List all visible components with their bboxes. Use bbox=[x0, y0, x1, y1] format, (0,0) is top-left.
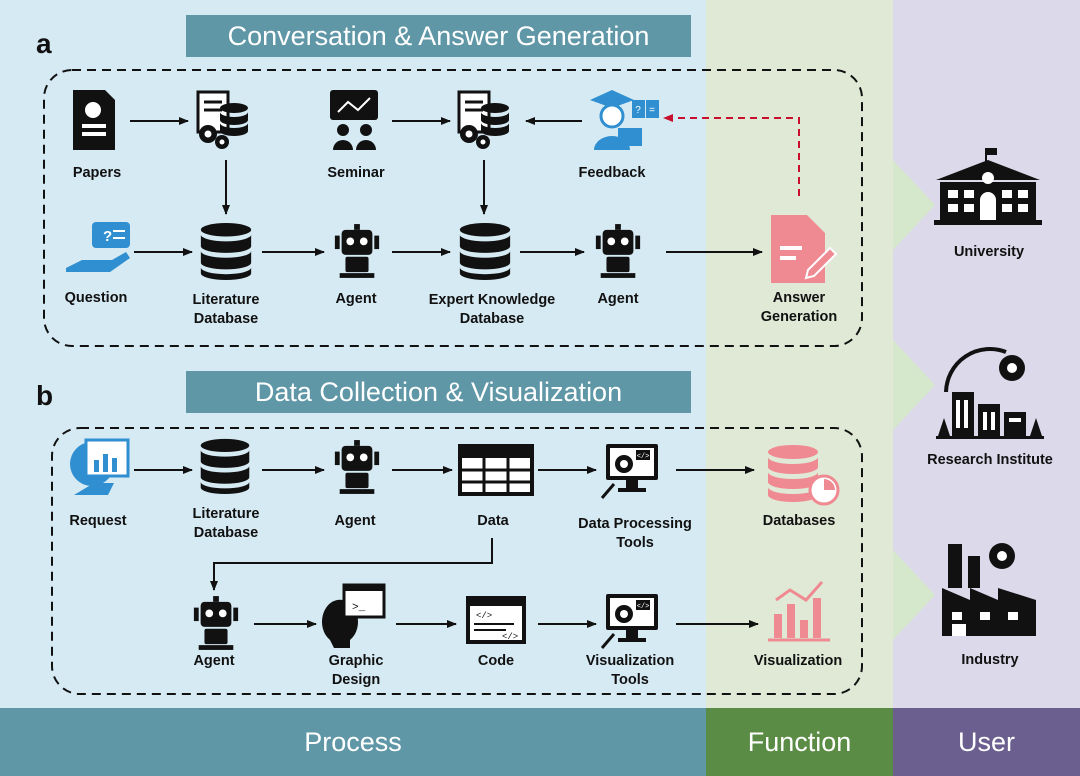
expert-knowledge-label-line1: Expert Knowledge bbox=[428, 292, 556, 308]
agent-label-2: Agent bbox=[597, 291, 639, 307]
literature-database-label-line2: Database bbox=[193, 311, 259, 327]
data-label: Data bbox=[477, 513, 509, 529]
expert-knowledge-label-line2: Database bbox=[459, 311, 525, 327]
industry-label: Industry bbox=[961, 652, 1019, 668]
papers-label: Papers bbox=[72, 165, 122, 181]
papers-icon bbox=[73, 90, 115, 150]
panel-a-title: Conversation & Answer Generation bbox=[186, 15, 691, 57]
code-icon: </> </> bbox=[466, 596, 526, 644]
svg-text:=: = bbox=[649, 105, 655, 116]
panel-b-title: Data Collection & Visualization bbox=[186, 371, 691, 413]
visualization-label: Visualization bbox=[753, 653, 843, 669]
graphic-design-icon: >_ bbox=[321, 583, 386, 648]
research-institute-label: Research Institute bbox=[927, 452, 1053, 468]
literature-database-b-label-line2: Database bbox=[193, 525, 259, 541]
answer-generation-label-line2: Generation bbox=[760, 309, 838, 325]
databases-label: Databases bbox=[762, 513, 836, 529]
svg-text:>_: >_ bbox=[352, 602, 366, 614]
agent-robot-icon-b2 bbox=[193, 596, 239, 650]
request-icon bbox=[70, 438, 130, 495]
data-processing-label-line2: Tools bbox=[616, 535, 654, 551]
data-table-icon bbox=[458, 444, 534, 496]
feedback-icon: ? = bbox=[590, 90, 659, 150]
answer-generation-icon bbox=[771, 215, 838, 283]
literature-database-b-label-line1: Literature bbox=[192, 506, 260, 522]
feedback-label: Feedback bbox=[578, 165, 646, 181]
university-icon bbox=[934, 148, 1042, 225]
graphic-design-label-line2: Design bbox=[331, 672, 381, 688]
literature-database-label-line1: Literature bbox=[192, 292, 260, 308]
question-icon: ? bbox=[66, 222, 130, 272]
question-label: Question bbox=[64, 290, 128, 306]
visualization-tools-label-line1: Visualization bbox=[585, 653, 675, 669]
svg-text:</>: </> bbox=[476, 611, 492, 621]
code-label: Code bbox=[477, 653, 515, 669]
agent-label: Agent bbox=[335, 291, 377, 307]
data-processing-tools-icon bbox=[600, 442, 660, 500]
agent-robot-icon bbox=[334, 224, 380, 278]
literature-database-icon bbox=[200, 222, 252, 280]
research-institute-icon bbox=[936, 346, 1044, 439]
industry-icon bbox=[942, 543, 1036, 636]
graphic-design-label-line1: Graphic bbox=[328, 653, 384, 669]
user-footer: User bbox=[893, 708, 1080, 776]
function-footer: Function bbox=[706, 708, 893, 776]
literature-database-icon-b bbox=[200, 438, 250, 494]
database-gear-icon bbox=[196, 90, 250, 150]
agent-robot-icon-b1 bbox=[334, 440, 380, 494]
process-footer: Process bbox=[0, 708, 706, 776]
panel-b-letter: b bbox=[36, 380, 54, 411]
visualization-tools-label-line2: Tools bbox=[611, 672, 649, 688]
data-processing-label-line1: Data Processing bbox=[578, 516, 692, 532]
diagram-canvas: </> ? = ? bbox=[43, 69, 1044, 695]
university-label: University bbox=[953, 244, 1025, 260]
request-label: Request bbox=[69, 513, 127, 529]
svg-text:</>: </> bbox=[502, 632, 518, 642]
database-gear-icon-2 bbox=[457, 90, 511, 150]
svg-text:?: ? bbox=[635, 105, 641, 116]
visualization-chart-icon bbox=[768, 581, 830, 642]
seminar-icon bbox=[330, 90, 378, 150]
agent-b-label: Agent bbox=[334, 513, 376, 529]
panel-a-letter: a bbox=[36, 28, 52, 59]
svg-text:?: ? bbox=[103, 228, 112, 245]
seminar-label: Seminar bbox=[327, 165, 385, 181]
expert-database-icon bbox=[459, 222, 511, 280]
agent-b2-label: Agent bbox=[193, 653, 235, 669]
visualization-tools-icon bbox=[600, 592, 660, 650]
agent-robot-icon-2 bbox=[595, 224, 641, 278]
answer-generation-label-line1: Answer bbox=[772, 290, 826, 306]
databases-icon bbox=[768, 445, 840, 506]
